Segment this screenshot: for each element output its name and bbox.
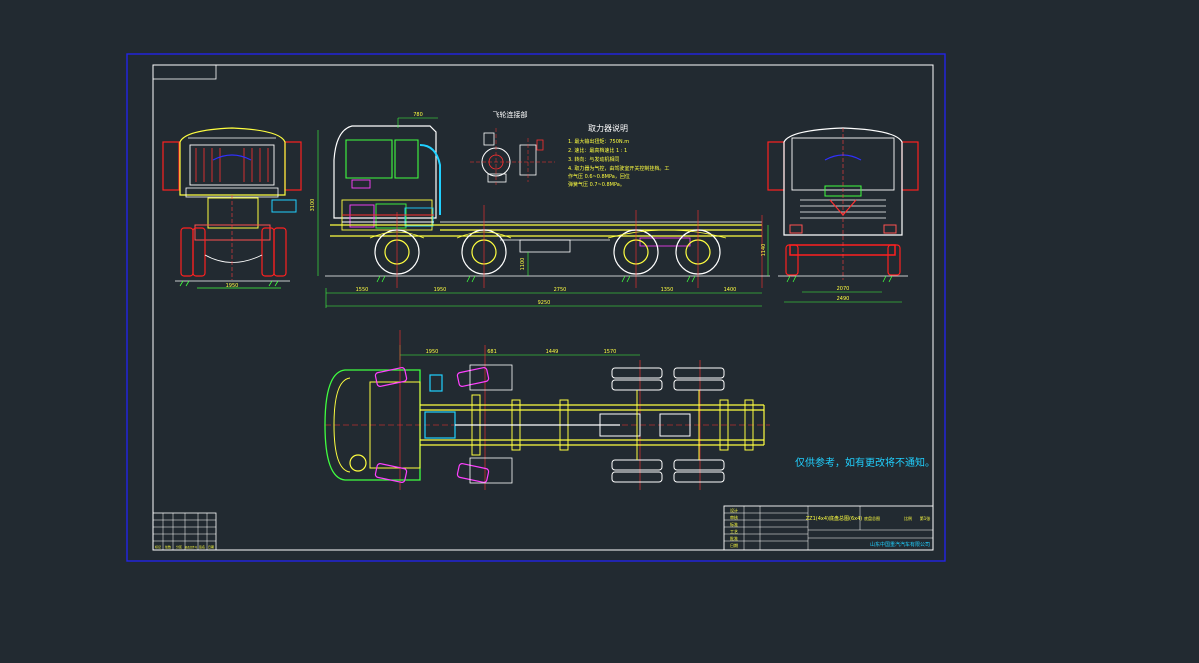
dim-cab-top: 780 [413, 112, 423, 118]
dim-side-seg1: 1550 [356, 287, 369, 293]
dim-rear-total: 2490 [837, 296, 850, 302]
pto-note-5: 作气压 0.6~0.8MPa，回位 [568, 173, 630, 180]
sheet-border-inner [152, 64, 934, 551]
dim-side-seg4: 1350 [661, 287, 674, 293]
dim-plan-d2: 681 [487, 349, 497, 355]
flywheel-detail: 飞轮连接部 [470, 110, 555, 185]
dim-side-total: 9250 [538, 300, 551, 306]
sheet-border-outer [126, 53, 946, 562]
plan-view: 1950 681 1449 1570 [324, 330, 770, 490]
dim-front-width: 1950 [226, 283, 239, 289]
rear-view: 2070 2490 [767, 127, 919, 303]
tb-row-0: 设计 [730, 507, 738, 513]
rev-col-4: 签名 [199, 544, 205, 549]
flywheel-label: 飞轮连接部 [493, 110, 528, 119]
tb-row-5: 日期 [730, 542, 738, 548]
rev-col-5: 日期 [208, 544, 214, 549]
dim-rear-width: 2070 [837, 286, 850, 292]
rev-col-0: 标记 [155, 544, 161, 549]
company-name: 山东中国重汽汽车有限公司 [870, 541, 930, 548]
dim-plan-d3: 1449 [546, 349, 559, 355]
dim-side-seg3: 2750 [554, 287, 567, 293]
tb-row-1: 审核 [730, 514, 738, 520]
pto-note-6: 弹簧气压 0.7~0.8MPa。 [568, 181, 625, 188]
sheet-label: 第1张 [920, 515, 931, 521]
disclaimer-note: 仅供参考，如有更改将不通知。 [795, 456, 935, 469]
dim-plan-d1: 1950 [426, 349, 439, 355]
rev-col-1: 处数 [165, 544, 171, 549]
pto-notes: 取力器说明 1. 最大输出扭矩：750N.m 2. 速比：最高档速比 1 : 1… [568, 123, 669, 188]
tb-row-4: 批准 [730, 535, 738, 541]
tb-row-2: 标准 [730, 521, 738, 527]
revision-table: 标记 处数 分区 更改文件号 签名 日期 [152, 512, 217, 551]
rev-col-2: 分区 [176, 544, 182, 549]
drawing-sub-label: 底盘总图 [864, 515, 880, 521]
dim-height-left: 3100 [310, 199, 316, 212]
dim-side-seg2: 1950 [434, 287, 447, 293]
rev-col-3: 更改文件号 [185, 545, 198, 549]
scale-label: 比例 [904, 515, 912, 521]
dim-side-seg5: 1400 [724, 287, 737, 293]
pto-note-1: 1. 最大输出扭矩：750N.m [568, 138, 629, 145]
dim-height-mid: 1100 [520, 258, 526, 271]
pto-note-4: 4. 取力器为气控，由驾驶室开关控制挂档。工 [568, 165, 669, 172]
side-view: 780 [310, 112, 770, 308]
dim-height-right: 1140 [761, 244, 767, 257]
tb-row-3: 工艺 [730, 529, 738, 534]
dim-plan-d4: 1570 [604, 349, 617, 355]
title-block: 设计 审核 标准 工艺 批准 日期 ZZ1(4x4)底盘总图(6x4) 底盘总图… [723, 505, 934, 551]
pto-note-2: 2. 速比：最高档速比 1 : 1 [568, 147, 627, 154]
pto-note-3: 3. 转向：与发动机相同 [568, 156, 619, 163]
drawing-name: ZZ1(4x4)底盘总图(6x4) [806, 515, 863, 522]
front-view: 1950 [162, 127, 302, 289]
corner-code-box [152, 64, 217, 80]
pto-title: 取力器说明 [588, 123, 628, 133]
